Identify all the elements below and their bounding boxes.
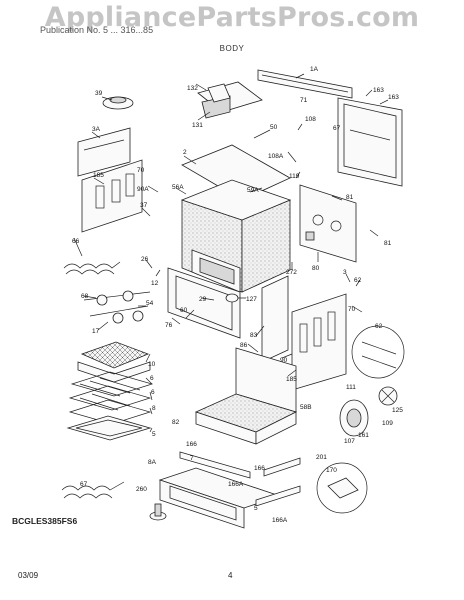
callout-166A: 166A [228,481,244,488]
broil-element-part [61,481,125,499]
callout-132: 132 [187,85,198,92]
callout-3: 3 [343,269,347,276]
control-panel-part [299,184,357,263]
callout-70-a: 70 [137,167,145,174]
callout-1A: 1A [310,66,319,73]
footer-date: 03/09 [18,571,39,580]
model-number: BCGLES385FS6 [12,516,78,526]
oven-body-part [180,144,292,293]
callout-66: 66 [72,238,80,245]
callout-185-a: 185 [93,172,104,179]
callout-86: 86 [240,342,248,349]
callout-90: 90 [280,357,288,364]
callout-3A: 3A [92,126,101,133]
callout-81-a: 81 [346,194,354,201]
callout-58B: 58B [300,404,312,411]
callout-29: 29 [199,296,207,303]
tray-part [66,415,152,441]
callout-107: 107 [344,438,355,445]
callout-201: 201 [316,454,327,461]
callout-90A: 90A [137,186,149,193]
callout-161: 161 [358,432,369,439]
watermark: AppliancePartsPros.com [44,2,420,33]
callout-39: 39 [95,90,103,97]
leader-lines [73,73,389,433]
callout-81-b: 81 [384,240,392,247]
callout-62-b: 62 [375,323,383,330]
valve-assembly-part [83,290,151,324]
callout-108A: 108A [268,153,284,160]
leveling-leg-part [149,503,167,521]
convection-fan-part [339,386,398,437]
section-title: BODY [219,44,245,53]
callout-5-b: 5 [254,505,258,512]
oven-cavity-part [167,267,241,339]
callout-12: 12 [151,280,159,287]
callout-8: 8 [152,405,156,412]
detail-callout-circle-lower [316,462,368,514]
callout-6-b: 6 [151,389,155,396]
callout-119: 119 [289,173,300,180]
callout-68: 68 [81,293,89,300]
callout-62-a: 62 [354,277,362,284]
drawer-slide-part [179,451,301,507]
side-panel-part [81,159,143,233]
callout-37: 37 [140,202,148,209]
callout-76: 76 [165,322,173,329]
page-number: 4 [228,571,233,580]
callout-67-b: 67 [80,481,88,488]
rear-panel-part [261,275,289,363]
callout-54: 54 [146,300,154,307]
callout-131: 131 [192,122,203,129]
callout-10: 10 [148,361,156,368]
side-panel-left-part [77,127,131,177]
bake-element-part [63,261,121,275]
callout-109: 109 [382,420,393,427]
callout-59A: 59A [247,187,259,194]
callout-166-a: 166 [186,441,197,448]
callout-108: 108 [305,116,316,123]
rear-panel-upper-part [337,97,403,187]
callout-166-b: 166 [254,465,265,472]
callout-163-a: 163 [373,87,384,94]
callout-5: 5 [152,431,156,438]
callout-7: 7 [190,455,194,462]
callout-2: 2 [183,149,187,156]
callout-127: 127 [246,296,257,303]
callout-labels: 1A 39 132 71 163 163 3A 131 50 108 67 18… [72,66,403,524]
callout-82: 82 [172,419,180,426]
top-rail-part [257,69,353,99]
detail-callout-circle [351,325,405,379]
callout-80: 80 [312,265,320,272]
callout-60: 60 [180,307,188,314]
callout-70-b: 70 [348,306,356,313]
broil-pan-part [77,341,151,383]
callout-67: 67 [333,125,341,132]
callout-50: 50 [270,124,278,131]
callout-71: 71 [300,97,308,104]
callout-111: 111 [346,384,356,391]
callout-166A-b: 166A [272,517,288,524]
callout-56A: 56A [172,184,184,191]
callout-26: 26 [141,256,149,263]
callout-8A: 8A [148,459,157,466]
callout-163-b: 163 [388,94,399,101]
callout-17: 17 [92,328,100,335]
callout-6-a: 6 [150,375,154,382]
callout-125: 125 [392,407,403,414]
callout-272: 272 [286,269,297,276]
callout-83: 83 [250,332,258,339]
callout-260: 260 [136,486,147,493]
publication-header: Publication No. 5 ... 316...85 [40,25,154,35]
top-bracket-part [197,81,263,119]
burner-part [102,96,134,110]
callout-185-b: 185 [286,376,297,383]
callout-170: 170 [326,467,337,474]
side-panel-right-part [291,293,347,391]
bottom-panel-part [194,347,298,445]
